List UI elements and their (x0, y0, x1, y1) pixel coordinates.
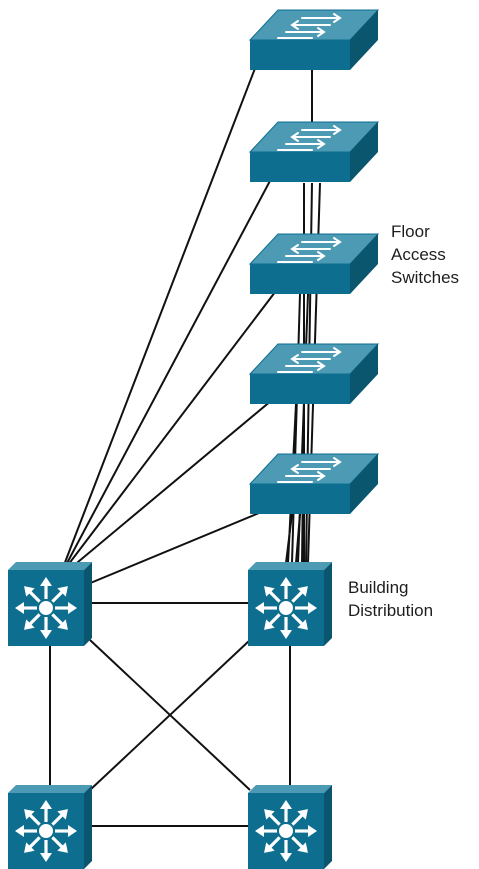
link-line (63, 44, 265, 566)
distribution-label-line: Building (348, 578, 409, 597)
workgroup-switch-icon (248, 9, 380, 70)
floor-label-line: Floor (391, 222, 430, 241)
multilayer-switch-icon (8, 785, 92, 869)
workgroup-switch-icon (248, 121, 380, 182)
link-line (285, 513, 293, 564)
floor-label-line: Switches (391, 268, 460, 287)
devices-layer (8, 9, 380, 869)
floor-label-line: Access (391, 245, 446, 264)
distribution-label-line: Distribution (348, 601, 434, 620)
link-line (65, 161, 281, 566)
multilayer-switch-icon (248, 562, 332, 646)
workgroup-switch-icon (248, 453, 380, 514)
multilayer-switch-icon (248, 785, 332, 869)
floor-access-switches-label: Floor Access Switches (391, 220, 459, 289)
building-distribution-label: Building Distribution (348, 576, 433, 622)
link-line (291, 293, 301, 564)
link-line (67, 274, 289, 566)
link-line (71, 379, 297, 568)
multilayer-switch-icon (8, 562, 92, 646)
workgroup-switch-icon (248, 233, 380, 294)
workgroup-switch-icon (248, 343, 380, 404)
link-line (89, 639, 251, 791)
link-line (295, 513, 301, 564)
